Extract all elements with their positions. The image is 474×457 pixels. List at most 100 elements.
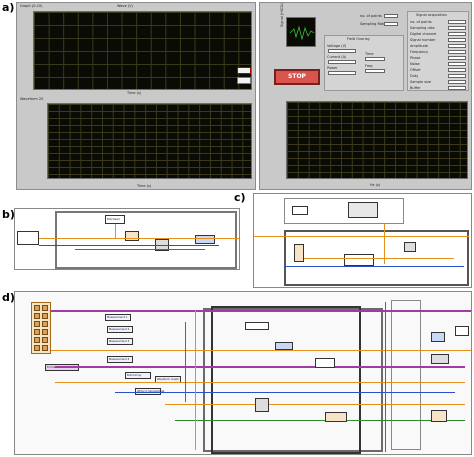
measurement-node[interactable]: Measurement 3 bbox=[107, 338, 133, 345]
graph-top-xlabel: Time (s) bbox=[127, 91, 142, 95]
mini-graph-label: Signal (HSD1) bbox=[280, 2, 284, 27]
panel-label-a: a) bbox=[2, 1, 15, 14]
wire-vert-b bbox=[115, 224, 116, 238]
measurement-node[interactable]: Measurement 2 bbox=[107, 326, 133, 333]
terminal-d-3[interactable] bbox=[431, 410, 447, 422]
terminal-d-1[interactable] bbox=[431, 332, 445, 342]
front-panel-right: Signal (HSD1) STOP no. of points Samplin… bbox=[259, 2, 472, 190]
param-field[interactable] bbox=[448, 86, 466, 90]
param-label: Amplitude bbox=[410, 44, 428, 48]
node-write-file[interactable] bbox=[195, 235, 215, 244]
block-diagram-c bbox=[253, 193, 472, 288]
panel-label-d: d) bbox=[2, 291, 15, 304]
boolean-control[interactable] bbox=[42, 329, 48, 335]
waveform-graph-top[interactable] bbox=[33, 11, 252, 90]
wire-orange-b bbox=[39, 238, 239, 239]
voltage-field[interactable] bbox=[328, 49, 356, 53]
param-field[interactable] bbox=[448, 32, 466, 36]
field-freq-label: Freq bbox=[365, 64, 373, 68]
field-box-title: Field Overlay bbox=[347, 37, 370, 41]
wire-orange-c2 bbox=[304, 258, 454, 259]
param-field[interactable] bbox=[448, 74, 466, 78]
wire-blue-b bbox=[39, 245, 219, 246]
graph-cursor-box-2[interactable] bbox=[237, 77, 251, 84]
param-label: Noise bbox=[410, 62, 420, 66]
mini-signal-graph[interactable] bbox=[286, 17, 316, 47]
node-acquire[interactable] bbox=[292, 206, 308, 215]
boolean-control[interactable] bbox=[34, 321, 40, 327]
control-label-points: no. of points bbox=[360, 14, 382, 18]
param-label: no. of points bbox=[410, 20, 432, 24]
boolean-control[interactable] bbox=[34, 337, 40, 343]
acquisition-frame-title: Signal acquisition bbox=[416, 13, 447, 17]
terminal-d-2[interactable] bbox=[431, 354, 449, 364]
cluster-input-b[interactable] bbox=[17, 231, 39, 245]
param-label: Buffer bbox=[410, 86, 421, 90]
rate-field[interactable] bbox=[384, 22, 398, 26]
points-field[interactable] bbox=[384, 14, 398, 18]
waveform-graph-mid[interactable] bbox=[47, 103, 252, 179]
boolean-control[interactable] bbox=[42, 337, 48, 343]
block-diagram-d: Measurement 1 Measurement 2 Measurement 3 M… bbox=[14, 291, 472, 455]
boolean-control[interactable] bbox=[34, 305, 40, 311]
field-time-label: Time bbox=[365, 52, 374, 56]
boolean-control[interactable] bbox=[42, 345, 48, 351]
node-d-inner-4[interactable] bbox=[255, 398, 269, 412]
current-field[interactable] bbox=[328, 60, 356, 64]
graph-cursor-box[interactable] bbox=[237, 67, 251, 74]
param-field[interactable] bbox=[448, 80, 466, 84]
node-d-inner-3[interactable] bbox=[315, 358, 335, 368]
node-daq-read[interactable]: DAQ Read bbox=[105, 215, 125, 224]
time-field[interactable] bbox=[365, 57, 385, 61]
stop-button[interactable]: STOP bbox=[274, 69, 320, 85]
param-label: Duty bbox=[410, 74, 419, 78]
node-c-3[interactable] bbox=[404, 242, 416, 252]
boolean-control[interactable] bbox=[42, 313, 48, 319]
node-spectrum[interactable] bbox=[344, 254, 374, 266]
node-d-inner-2[interactable] bbox=[275, 342, 293, 350]
param-field[interactable] bbox=[448, 20, 466, 24]
spectrum-graph[interactable] bbox=[286, 101, 468, 179]
node-filter[interactable] bbox=[294, 244, 304, 262]
terminal-d-4[interactable] bbox=[455, 326, 469, 336]
wire-vert-c bbox=[384, 224, 385, 264]
wire-blue-d bbox=[115, 392, 455, 393]
node-subvi-c[interactable] bbox=[348, 202, 378, 218]
param-field[interactable] bbox=[448, 26, 466, 30]
boolean-control[interactable] bbox=[34, 313, 40, 319]
measurement-node[interactable]: Measurement 4 bbox=[107, 356, 133, 363]
measurement-node[interactable]: Build Array bbox=[125, 372, 151, 379]
boolean-control[interactable] bbox=[42, 321, 48, 327]
param-field[interactable] bbox=[448, 62, 466, 66]
wire-vert-d-3 bbox=[185, 322, 186, 402]
node-d-inner-1[interactable] bbox=[245, 322, 269, 330]
boolean-array-d[interactable] bbox=[31, 302, 51, 354]
wire-green-d bbox=[175, 420, 465, 421]
power-field[interactable] bbox=[328, 71, 356, 75]
freq-field[interactable] bbox=[365, 69, 385, 73]
param-field[interactable] bbox=[448, 44, 466, 48]
measurement-node-label: Measurement 4 bbox=[109, 358, 130, 361]
wire-vert-d-2 bbox=[385, 302, 386, 452]
while-loop-d-outer bbox=[203, 308, 383, 452]
boolean-control[interactable] bbox=[34, 345, 40, 351]
node-d-inner-5[interactable] bbox=[325, 412, 347, 422]
param-field[interactable] bbox=[448, 50, 466, 54]
field-power-label: Power bbox=[327, 66, 338, 70]
graph-mid-xlabel: Time (s) bbox=[137, 184, 152, 188]
measurement-node-label: Measurement 3 bbox=[109, 340, 130, 343]
boolean-control[interactable] bbox=[42, 305, 48, 311]
param-field[interactable] bbox=[448, 38, 466, 42]
boolean-control[interactable] bbox=[34, 329, 40, 335]
param-field[interactable] bbox=[448, 56, 466, 60]
wire-green-b bbox=[75, 249, 205, 250]
wire-purple-d-top bbox=[51, 310, 471, 312]
node-build-waveform[interactable] bbox=[125, 231, 139, 241]
spectrum-xlabel: Hz (s) bbox=[370, 183, 381, 187]
param-label: Frequency bbox=[410, 50, 429, 54]
field-box: Field Overlay Voltage (V) Current (A) Po… bbox=[324, 35, 404, 91]
param-field[interactable] bbox=[448, 68, 466, 72]
measurement-node[interactable]: Write to Spreadsheet bbox=[135, 388, 164, 395]
measurement-node[interactable]: Measurement 1 bbox=[105, 314, 131, 321]
